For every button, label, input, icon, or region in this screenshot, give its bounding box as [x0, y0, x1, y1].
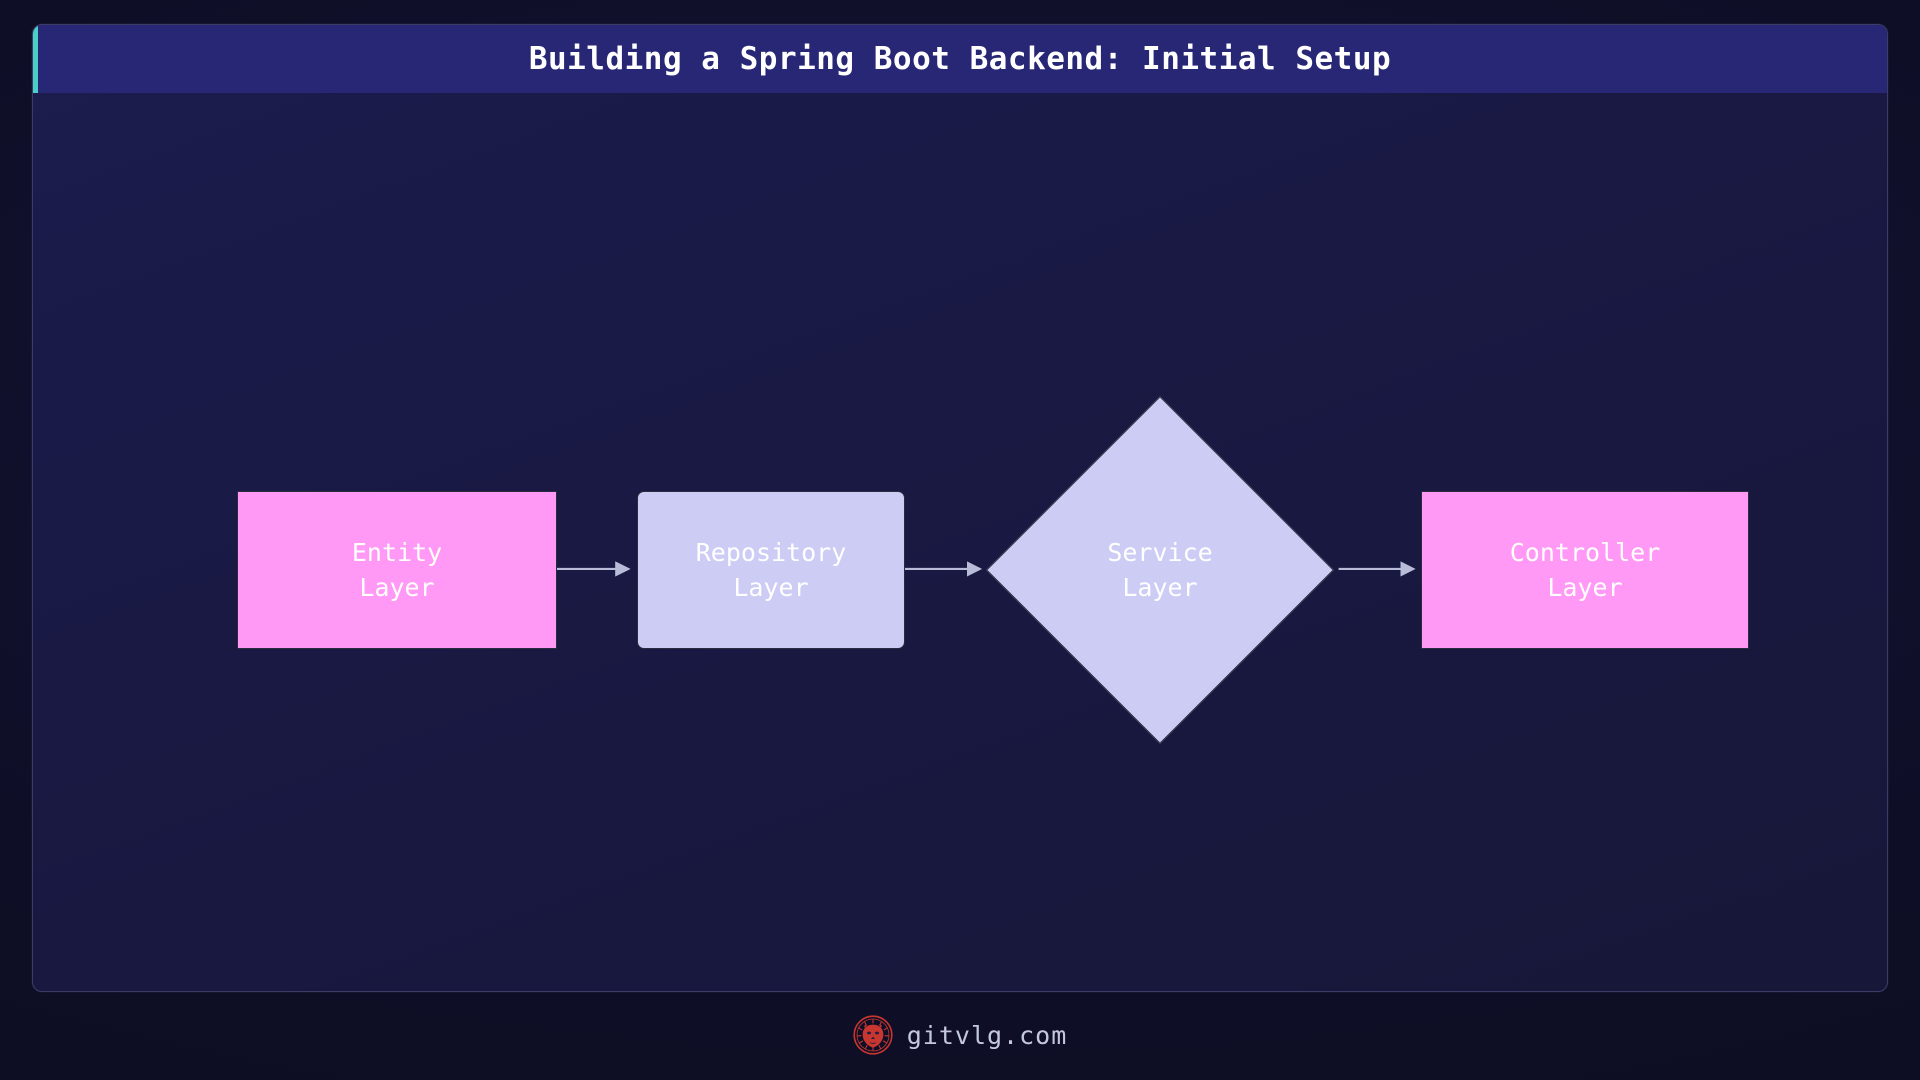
node-service-layer-shape [986, 396, 1334, 744]
node-controller-layer[interactable]: Controller Layer [1421, 491, 1749, 649]
lion-head-logo-icon [853, 1015, 893, 1055]
node-controller-layer-label: Controller Layer [1509, 537, 1661, 603]
node-service-layer[interactable]: Service Layer [985, 395, 1335, 745]
node-repository-layer-label: Repository Layer [695, 537, 847, 603]
flow-canvas: Entity Layer Repository Layer Service La… [33, 93, 1887, 991]
node-repository-layer[interactable]: Repository Layer [637, 491, 905, 649]
footer: gitvlg.com [0, 1000, 1920, 1070]
diagram-card: Building a Spring Boot Backend: Initial … [32, 24, 1888, 992]
footer-brand-text: gitvlg.com [906, 1020, 1068, 1050]
diagram-header: Building a Spring Boot Backend: Initial … [33, 25, 1887, 93]
node-entity-layer[interactable]: Entity Layer [237, 491, 557, 649]
node-entity-layer-label: Entity Layer [351, 537, 443, 603]
header-accent-bar [33, 25, 38, 93]
page-title: Building a Spring Boot Backend: Initial … [528, 41, 1392, 77]
